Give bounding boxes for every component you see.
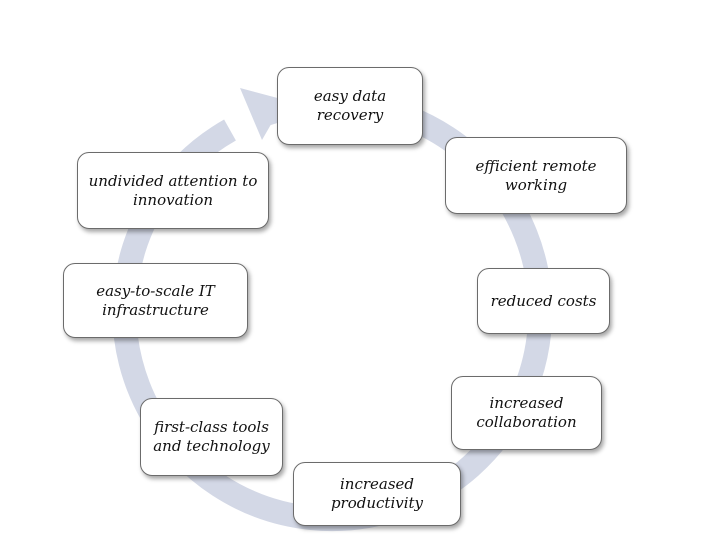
step-label: reduced costs [490,291,597,310]
step-increased-productivity: increased productivity [293,462,461,526]
step-label: first-class tools and technology [153,418,270,455]
step-label: efficient remote working [475,156,597,194]
arrowhead-icon [240,88,285,140]
step-easy-to-scale-it: easy-to-scale IT infrastructure [63,263,248,338]
step-reduced-costs: reduced costs [477,268,610,334]
step-label: easy-to-scale IT infrastructure [96,281,215,319]
step-label: increased collaboration [476,394,577,431]
step-undivided-attention: undivided attention to innovation [77,152,269,229]
step-label: undivided attention to innovation [88,171,258,209]
step-easy-data-recovery: easy data recovery [277,67,423,145]
step-first-class-tools: first-class tools and technology [140,398,283,476]
step-efficient-remote-working: efficient remote working [445,137,627,214]
step-label: easy data recovery [313,87,387,124]
step-label: increased productivity [330,475,424,512]
step-increased-collaboration: increased collaboration [451,376,602,450]
